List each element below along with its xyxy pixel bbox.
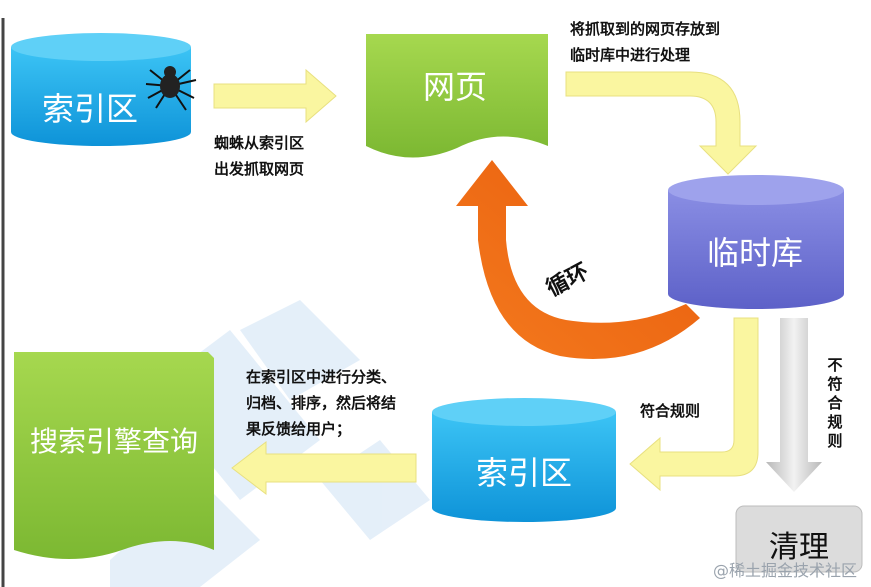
index-cylinder-top xyxy=(11,33,191,146)
arrow-store xyxy=(565,71,758,175)
index-bottom-label: 索引区 xyxy=(475,454,572,492)
process-caption-line2: 归档、排序，然后将结 xyxy=(246,394,397,412)
store-caption: 将抓取到的网页存放到 临时库中进行处理 xyxy=(570,16,720,68)
arrow-feedback xyxy=(231,440,417,496)
cleanup-label: 清理 xyxy=(769,530,829,565)
spider-caption-line2: 出发抓取网页 xyxy=(214,160,305,178)
temp-db-label: 临时库 xyxy=(706,234,803,272)
arrow-not-match xyxy=(766,318,822,492)
store-caption-line2: 临时库中进行处理 xyxy=(570,46,691,64)
spider-icon xyxy=(145,66,197,111)
webpage-document xyxy=(366,34,548,158)
process-caption-line1: 在索引区中进行分类、 xyxy=(246,368,397,386)
watermark: @稀土掘金技术社区 xyxy=(712,561,857,580)
spider-caption-line1: 蜘蛛从索引区 xyxy=(214,134,305,152)
process-caption: 在索引区中进行分类、 归档、排序，然后将结 果反馈给用户； xyxy=(246,364,396,442)
arrow-match xyxy=(629,317,759,492)
match-label: 符合规则 xyxy=(640,402,701,420)
arrow-crawl xyxy=(213,68,337,124)
temp-db-cylinder xyxy=(668,175,844,309)
webpage-label: 网页 xyxy=(422,68,487,106)
process-caption-line3: 果反馈给用户； xyxy=(246,420,352,438)
search-engine-label: 搜索引擎查询 xyxy=(29,425,198,458)
index-cylinder-bottom xyxy=(432,398,616,522)
cleanup-box xyxy=(735,505,863,573)
index-top-label: 索引区 xyxy=(41,90,138,128)
loop-arrow xyxy=(456,160,700,359)
store-caption-line1: 将抓取到的网页存放到 xyxy=(570,20,721,38)
spider-caption: 蜘蛛从索引区 出发抓取网页 xyxy=(214,130,304,182)
search-engine-document xyxy=(14,352,214,559)
not-match-label: 不符合规则 xyxy=(827,356,843,450)
